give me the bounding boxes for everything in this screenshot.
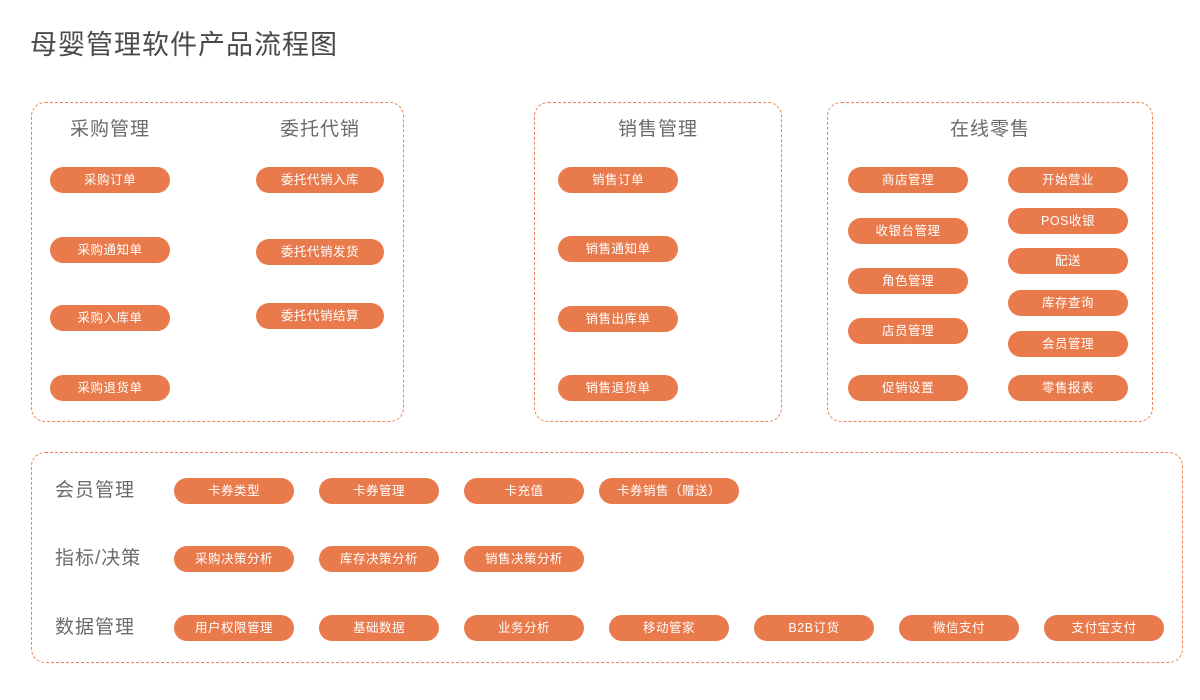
group-heading-sales-management: 销售管理 xyxy=(617,119,698,140)
pill-alipay-pay[interactable]: 支付宝支付 xyxy=(1044,615,1164,641)
pill-sales-notice[interactable]: 销售通知单 xyxy=(558,236,678,262)
pill-purchase-order[interactable]: 采购订单 xyxy=(50,167,170,193)
pill-purchase-notice[interactable]: 采购通知单 xyxy=(50,237,170,263)
pill-sales-outbound[interactable]: 销售出库单 xyxy=(558,306,678,332)
group-heading-online-retail: 在线零售 xyxy=(949,119,1030,140)
row-label-data-management: 数据管理 xyxy=(55,617,136,638)
page-title: 母婴管理软件产品流程图 xyxy=(30,30,338,60)
pill-member-management-retail[interactable]: 会员管理 xyxy=(1008,331,1128,357)
pill-clerk-management[interactable]: 店员管理 xyxy=(848,318,968,344)
pill-card-coupon-management[interactable]: 卡券管理 xyxy=(319,478,439,504)
pill-card-coupon-type[interactable]: 卡券类型 xyxy=(174,478,294,504)
pill-user-permission-management[interactable]: 用户权限管理 xyxy=(174,615,294,641)
pill-business-analysis[interactable]: 业务分析 xyxy=(464,615,584,641)
pill-mobile-steward[interactable]: 移动管家 xyxy=(609,615,729,641)
row-label-metrics-decision: 指标/决策 xyxy=(55,548,142,569)
pill-purchase-return[interactable]: 采购退货单 xyxy=(50,375,170,401)
pill-pos-checkout[interactable]: POS收银 xyxy=(1008,208,1128,234)
pill-card-coupon-sale-gift[interactable]: 卡券销售（赠送） xyxy=(599,478,739,504)
pill-inventory-decision-analysis[interactable]: 库存决策分析 xyxy=(319,546,439,572)
pill-card-recharge[interactable]: 卡充值 xyxy=(464,478,584,504)
pill-sales-order[interactable]: 销售订单 xyxy=(558,167,678,193)
group-heading-purchase-management: 采购管理 xyxy=(69,119,150,140)
pill-wechat-pay[interactable]: 微信支付 xyxy=(899,615,1019,641)
pill-basic-data[interactable]: 基础数据 xyxy=(319,615,439,641)
pill-inventory-query[interactable]: 库存查询 xyxy=(1008,290,1128,316)
group-heading-consignment: 委托代销 xyxy=(279,119,360,140)
row-label-member-management: 会员管理 xyxy=(55,480,136,501)
pill-start-business[interactable]: 开始营业 xyxy=(1008,167,1128,193)
pill-b2b-ordering[interactable]: B2B订货 xyxy=(754,615,874,641)
pill-store-management[interactable]: 商店管理 xyxy=(848,167,968,193)
pill-role-management[interactable]: 角色管理 xyxy=(848,268,968,294)
pill-consignment-settlement[interactable]: 委托代销结算 xyxy=(256,303,384,329)
pill-promotion-settings[interactable]: 促销设置 xyxy=(848,375,968,401)
pill-delivery[interactable]: 配送 xyxy=(1008,248,1128,274)
panel-sales xyxy=(534,102,782,422)
pill-purchase-inbound[interactable]: 采购入库单 xyxy=(50,305,170,331)
pill-sales-return[interactable]: 销售退货单 xyxy=(558,375,678,401)
pill-cashier-desk-management[interactable]: 收银台管理 xyxy=(848,218,968,244)
pill-retail-report[interactable]: 零售报表 xyxy=(1008,375,1128,401)
pill-consignment-shipment[interactable]: 委托代销发货 xyxy=(256,239,384,265)
pill-sales-decision-analysis[interactable]: 销售决策分析 xyxy=(464,546,584,572)
pill-purchase-decision-analysis[interactable]: 采购决策分析 xyxy=(174,546,294,572)
pill-consignment-inbound[interactable]: 委托代销入库 xyxy=(256,167,384,193)
